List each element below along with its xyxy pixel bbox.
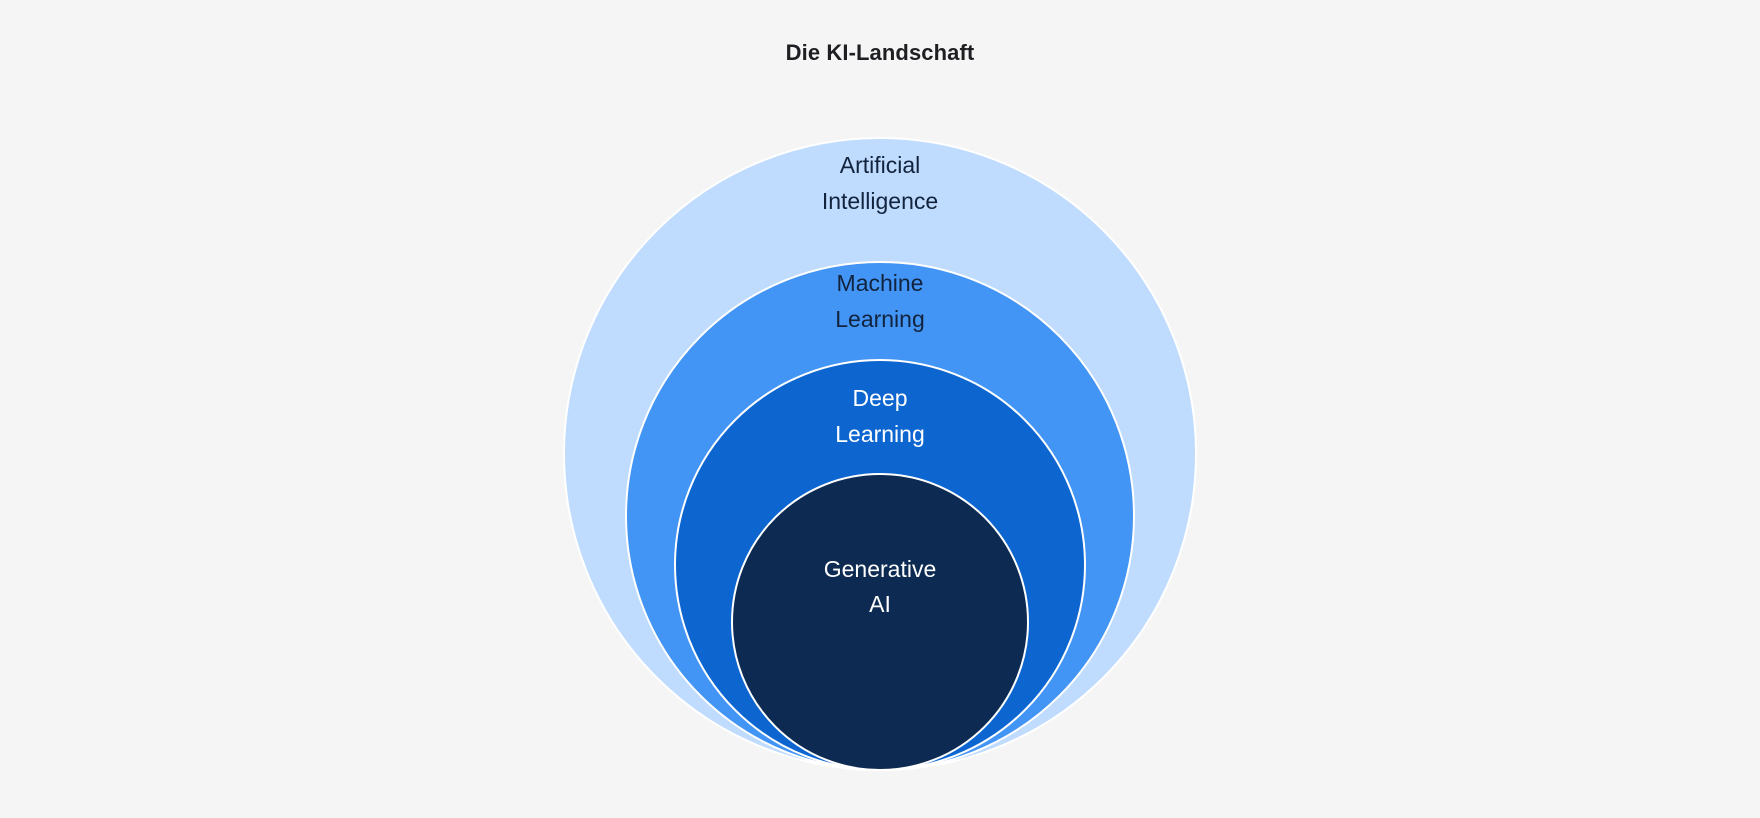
label-deep-learning: Deep xyxy=(853,385,908,411)
label-generative-ai: Generative xyxy=(824,556,937,582)
label-machine-learning-line2: Learning xyxy=(835,306,925,332)
page-title: Die KI-Landschaft xyxy=(785,40,975,65)
label-generative-ai-line2: AI xyxy=(869,591,891,617)
label-machine-learning: Machine xyxy=(837,270,924,296)
label-deep-learning-line2: Learning xyxy=(835,421,925,447)
circle-generative-ai[interactable] xyxy=(731,473,1029,771)
label-artificial-intelligence: Artificial xyxy=(840,152,921,178)
label-artificial-intelligence-line2: Intelligence xyxy=(822,188,938,214)
